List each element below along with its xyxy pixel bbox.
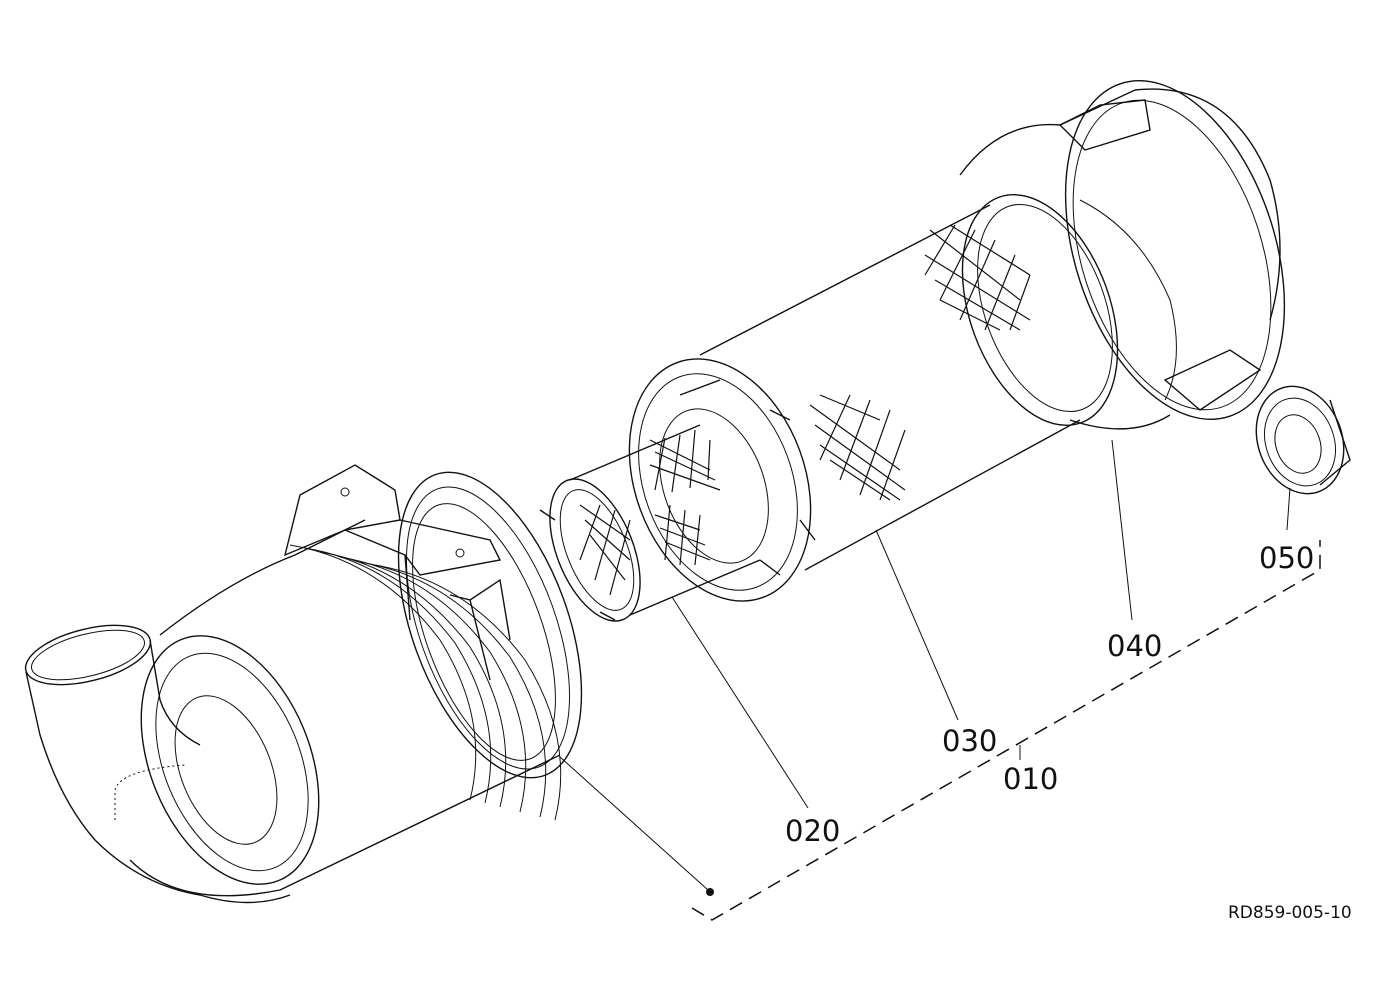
part-040-end-cover [959, 80, 1286, 430]
label-040: 040 [1107, 629, 1162, 663]
label-020: 020 [785, 814, 840, 848]
part-020-inner-filter-element [539, 424, 761, 622]
drawing-reference: RD859-005-10 [1228, 903, 1352, 923]
label-050: 050 [1259, 541, 1314, 575]
air-cleaner-body [24, 464, 583, 904]
label-010: 010 [1003, 762, 1058, 796]
label-030: 030 [942, 724, 997, 758]
part-030-main-filter-element [628, 194, 1119, 602]
leader-lines [559, 439, 1321, 921]
part-050-vacuator-valve [1255, 385, 1351, 495]
